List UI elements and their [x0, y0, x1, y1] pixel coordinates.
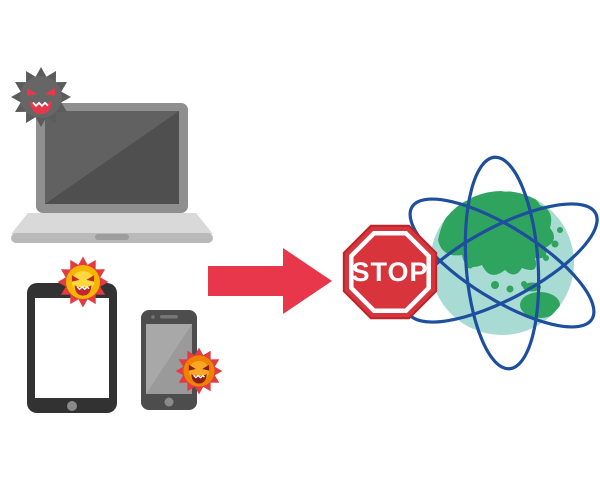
stop-sign: STOP — [342, 224, 438, 320]
malware-icon-red-yellow — [57, 256, 109, 308]
malware-icon-red-orange — [175, 347, 223, 395]
arrow-icon — [208, 248, 332, 314]
globe-icon — [405, 155, 599, 371]
malware-icon-dark — [11, 67, 71, 127]
laptop-icon — [11, 103, 213, 243]
stop-sign-label: STOP — [351, 257, 428, 287]
